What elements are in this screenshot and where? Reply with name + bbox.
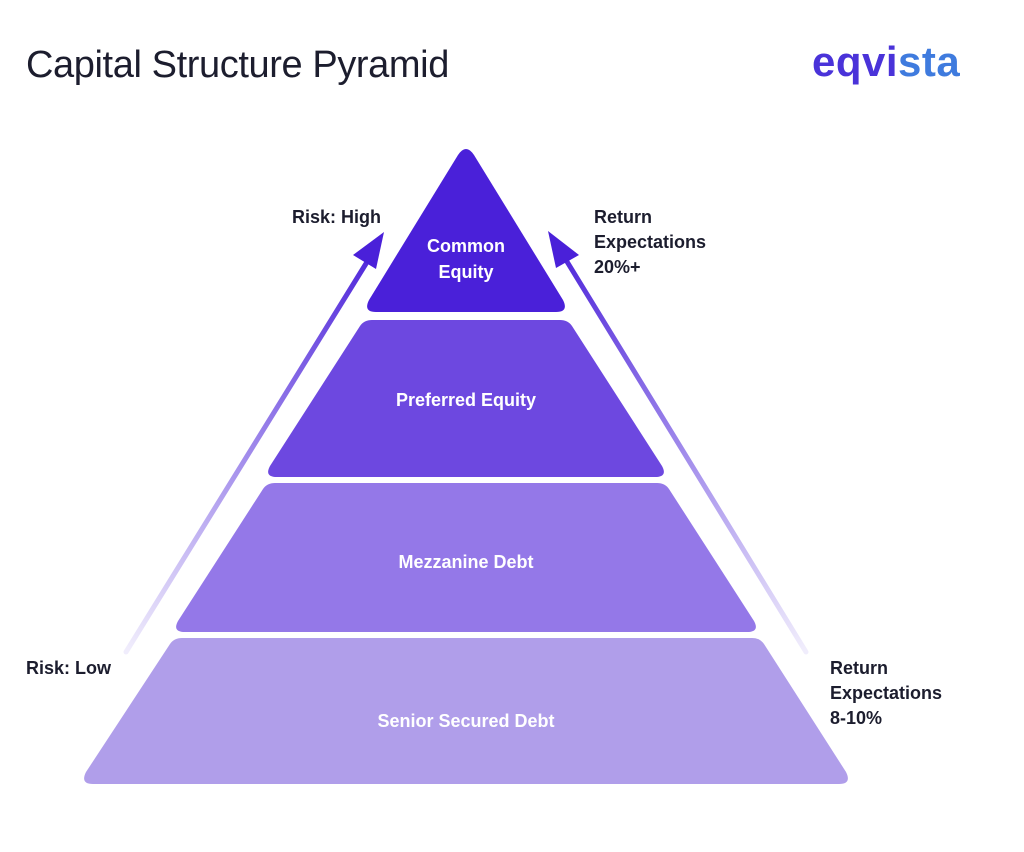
eqvista-logo: eqvista (812, 38, 961, 85)
tier-label: Preferred Equity (396, 390, 536, 410)
return-low-value: 8-10% (830, 708, 883, 728)
tier-common-equity: Common Equity (367, 149, 565, 312)
risk-low-label: Risk: Low (26, 658, 112, 678)
tier-senior-secured-debt: Senior Secured Debt (84, 638, 848, 784)
tier-mezzanine-debt: Mezzanine Debt (176, 483, 756, 632)
tier-label: Mezzanine Debt (398, 552, 533, 572)
return-high-value: 20%+ (594, 257, 641, 277)
return-high-label: Return Expectations 20%+ (594, 205, 706, 280)
tier-label: Common (427, 236, 505, 256)
risk-high-label: Risk: High (292, 207, 382, 227)
tier-label: Equity (438, 262, 493, 282)
risk-arrow (123, 232, 384, 655)
return-low-label: Return Expectations 8-10% (830, 656, 942, 731)
tier-preferred-equity: Preferred Equity (268, 320, 664, 477)
return-arrow (548, 231, 809, 655)
tier-label: Senior Secured Debt (377, 711, 554, 731)
page-title: Capital Structure Pyramid (26, 44, 449, 86)
